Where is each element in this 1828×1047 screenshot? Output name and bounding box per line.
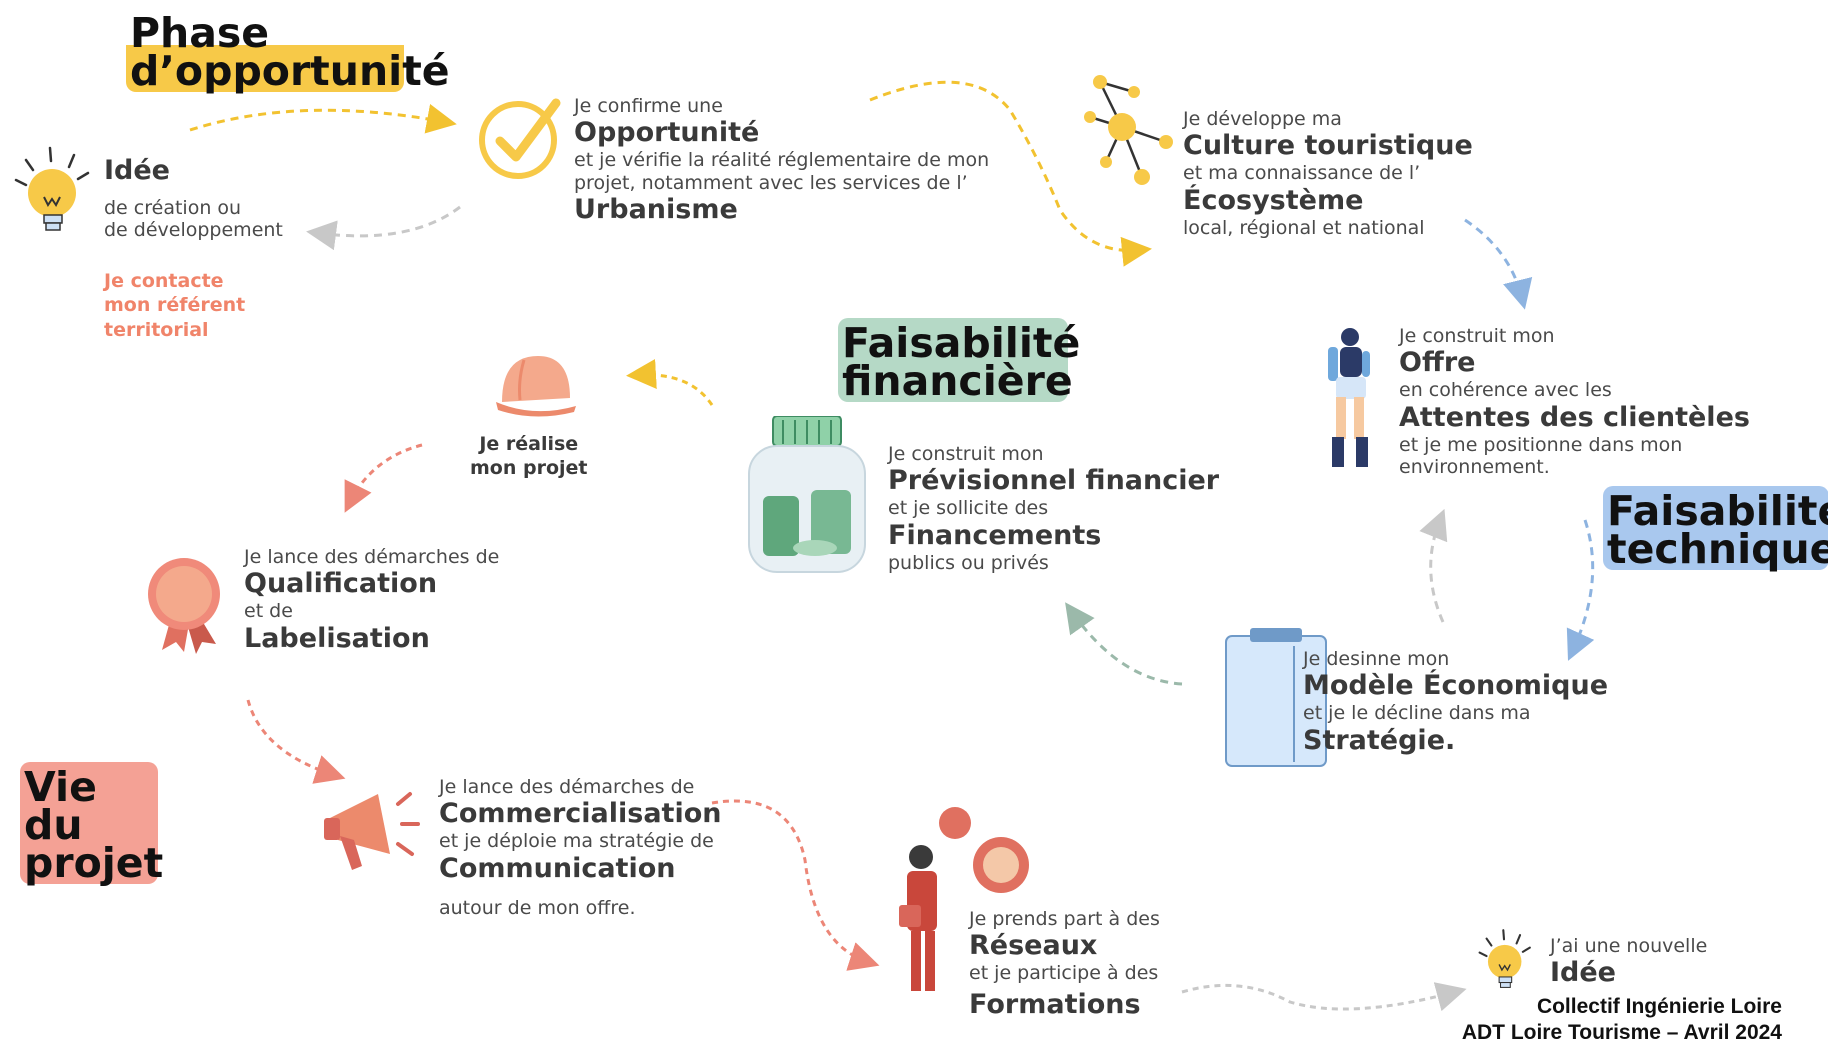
previsionnel-intro: Je construit mon xyxy=(888,443,1044,465)
previsionnel-line1: et je sollicite des xyxy=(888,497,1049,520)
phase-vie-projet-text: Vie du projet xyxy=(24,763,164,888)
modele-title: Modèle Économique xyxy=(1303,670,1609,702)
hard-hat-icon xyxy=(496,356,576,417)
offre-block: Je construit mon Offre en cohérence avec… xyxy=(1399,325,1750,478)
opportunite-line1: et je vérifie la réalité réglementaire d… xyxy=(574,149,990,172)
arrow-commercialisation-to-reseaux xyxy=(711,799,880,971)
phase-opportunite-text: Phase d’opportunité xyxy=(130,9,450,96)
offre-title2: Attentes des clientèles xyxy=(1399,401,1750,433)
checkmark-icon xyxy=(479,98,561,179)
arrow-modele-to-offre xyxy=(1419,508,1448,623)
contact-line1: Je contacte xyxy=(104,270,224,292)
credit-block: Collectif Ingénierie Loire ADT Loire Tou… xyxy=(1462,994,1782,1047)
previsionnel-block: Je construit mon Prévisionnel financier … xyxy=(888,443,1219,574)
money-jar-icon xyxy=(748,416,866,573)
qualification-intro: Je lance des démarches de xyxy=(244,546,500,568)
contact-line2: mon référent xyxy=(104,294,246,317)
opportunite-line2: projet, notamment avec les services de l… xyxy=(574,171,968,194)
arrow-idee-to-opportunite xyxy=(189,103,457,134)
offre-line2: et je me positionne dans mon xyxy=(1399,433,1683,456)
commercialisation-block: Je lance des démarches de Commercialisat… xyxy=(439,776,721,919)
opportunite-title2: Urbanisme xyxy=(574,194,738,226)
offre-title: Offre xyxy=(1399,347,1476,379)
qualification-line1: et de xyxy=(244,600,293,623)
opportunite-block: Je confirme une Opportunité et je vérifi… xyxy=(574,95,989,226)
commercialisation-line1: et je déploie ma stratégie de xyxy=(439,830,714,853)
culture-intro: Je développe ma xyxy=(1183,108,1342,130)
hiker-icon xyxy=(1328,328,1370,467)
arrow-realise-to-qualification xyxy=(344,443,423,513)
culture-line2: local, régional et national xyxy=(1183,216,1425,239)
previsionnel-title: Prévisionnel financier xyxy=(888,465,1220,497)
phase-opportunite-label: Phase d’opportunité xyxy=(126,8,450,96)
opportunite-title: Opportunité xyxy=(574,117,760,149)
reseaux-block: Je prends part à des Réseaux et je parti… xyxy=(969,908,1160,1021)
reseaux-line1: et je participe à des xyxy=(969,962,1159,985)
phase-technique-text: Faisabilité technique xyxy=(1607,487,1828,574)
commercialisation-line2: autour de mon offre. xyxy=(439,896,636,919)
reseaux-title2: Formations xyxy=(969,988,1141,1020)
network-icon xyxy=(1084,75,1173,185)
nouvelle-idee-block: J’ai une nouvelle Idée xyxy=(1550,935,1707,989)
offre-line3: environnement. xyxy=(1399,455,1550,478)
phase-financiere-text: Faisabilité financière xyxy=(842,319,1081,406)
qualification-title: Qualification xyxy=(244,568,438,600)
nouvelle-idee-intro: J’ai une nouvelle xyxy=(1550,935,1708,957)
arrow-qualification-to-commercialisation xyxy=(246,699,346,784)
idee-title: Idée xyxy=(104,155,170,186)
credit-line2: ADT Loire Tourisme – Avril 2024 xyxy=(1461,1021,1782,1045)
idee-block: Idée de création ou de développement xyxy=(104,155,283,242)
clipboard-icon xyxy=(1225,628,1327,767)
lightbulb-small-icon xyxy=(1478,929,1531,988)
phase-vie-projet-label: Vie du projet xyxy=(20,762,164,888)
contact-line3: territorial xyxy=(104,318,209,341)
modele-intro: Je desinne mon xyxy=(1303,648,1450,670)
modele-line1: et je le décline dans ma xyxy=(1303,702,1531,725)
nouvelle-idee-title: Idée xyxy=(1550,957,1616,989)
modele-title2: Stratégie. xyxy=(1303,724,1456,756)
reseaux-intro: Je prends part à des xyxy=(969,908,1160,930)
idee-line1: de création ou xyxy=(104,196,242,219)
realise-block: Je réalise mon projet xyxy=(470,432,588,480)
previsionnel-line2: publics ou privés xyxy=(888,551,1049,574)
contact-referent: Je contacte mon référent territorial xyxy=(104,269,245,342)
reseaux-title: Réseaux xyxy=(969,930,1098,962)
arrow-technique-to-modele xyxy=(1566,519,1595,661)
arrow-opportunite-to-culture xyxy=(869,80,1152,267)
opportunite-intro: Je confirme une xyxy=(574,95,723,117)
realise-line1: Je réalise xyxy=(479,433,579,455)
arrow-opportunite-to-idee xyxy=(306,205,461,251)
culture-title: Culture touristique xyxy=(1183,130,1473,162)
network-people-icon xyxy=(899,807,1029,991)
badge-ribbon-icon xyxy=(148,558,220,654)
offre-intro: Je construit mon xyxy=(1399,325,1555,347)
qualification-title2: Labelisation xyxy=(244,622,430,654)
previsionnel-title2: Financements xyxy=(888,519,1102,551)
phase-technique-label: Faisabilité technique xyxy=(1603,486,1828,574)
culture-block: Je développe ma Culture touristique et m… xyxy=(1183,108,1473,239)
commercialisation-title: Commercialisation xyxy=(439,798,722,830)
commercialisation-intro: Je lance des démarches de xyxy=(439,776,695,798)
realise-line2: mon projet xyxy=(470,457,588,480)
modele-block: Je desinne mon Modèle Économique et je l… xyxy=(1303,648,1608,757)
arrow-modele-to-previsionnel xyxy=(1065,602,1183,686)
phase-financiere-label: Faisabilité financière xyxy=(838,318,1081,406)
lightbulb-icon xyxy=(14,146,90,231)
culture-line1: et ma connaissance de l’ xyxy=(1183,162,1421,185)
qualification-block: Je lance des démarches de Qualification … xyxy=(244,546,499,655)
idee-line2: de développement xyxy=(104,219,283,242)
credit-line1: Collectif Ingénierie Loire xyxy=(1536,995,1782,1018)
offre-line1: en cohérence avec les xyxy=(1399,379,1612,402)
arrow-financiere-to-realise xyxy=(626,358,714,406)
arrow-reseaux-to-nouvelle-idee xyxy=(1181,982,1467,1012)
arrow-culture-to-offre xyxy=(1464,218,1533,310)
commercialisation-title2: Communication xyxy=(439,852,676,884)
megaphone-icon xyxy=(324,792,420,870)
culture-title2: Écosystème xyxy=(1183,184,1364,216)
